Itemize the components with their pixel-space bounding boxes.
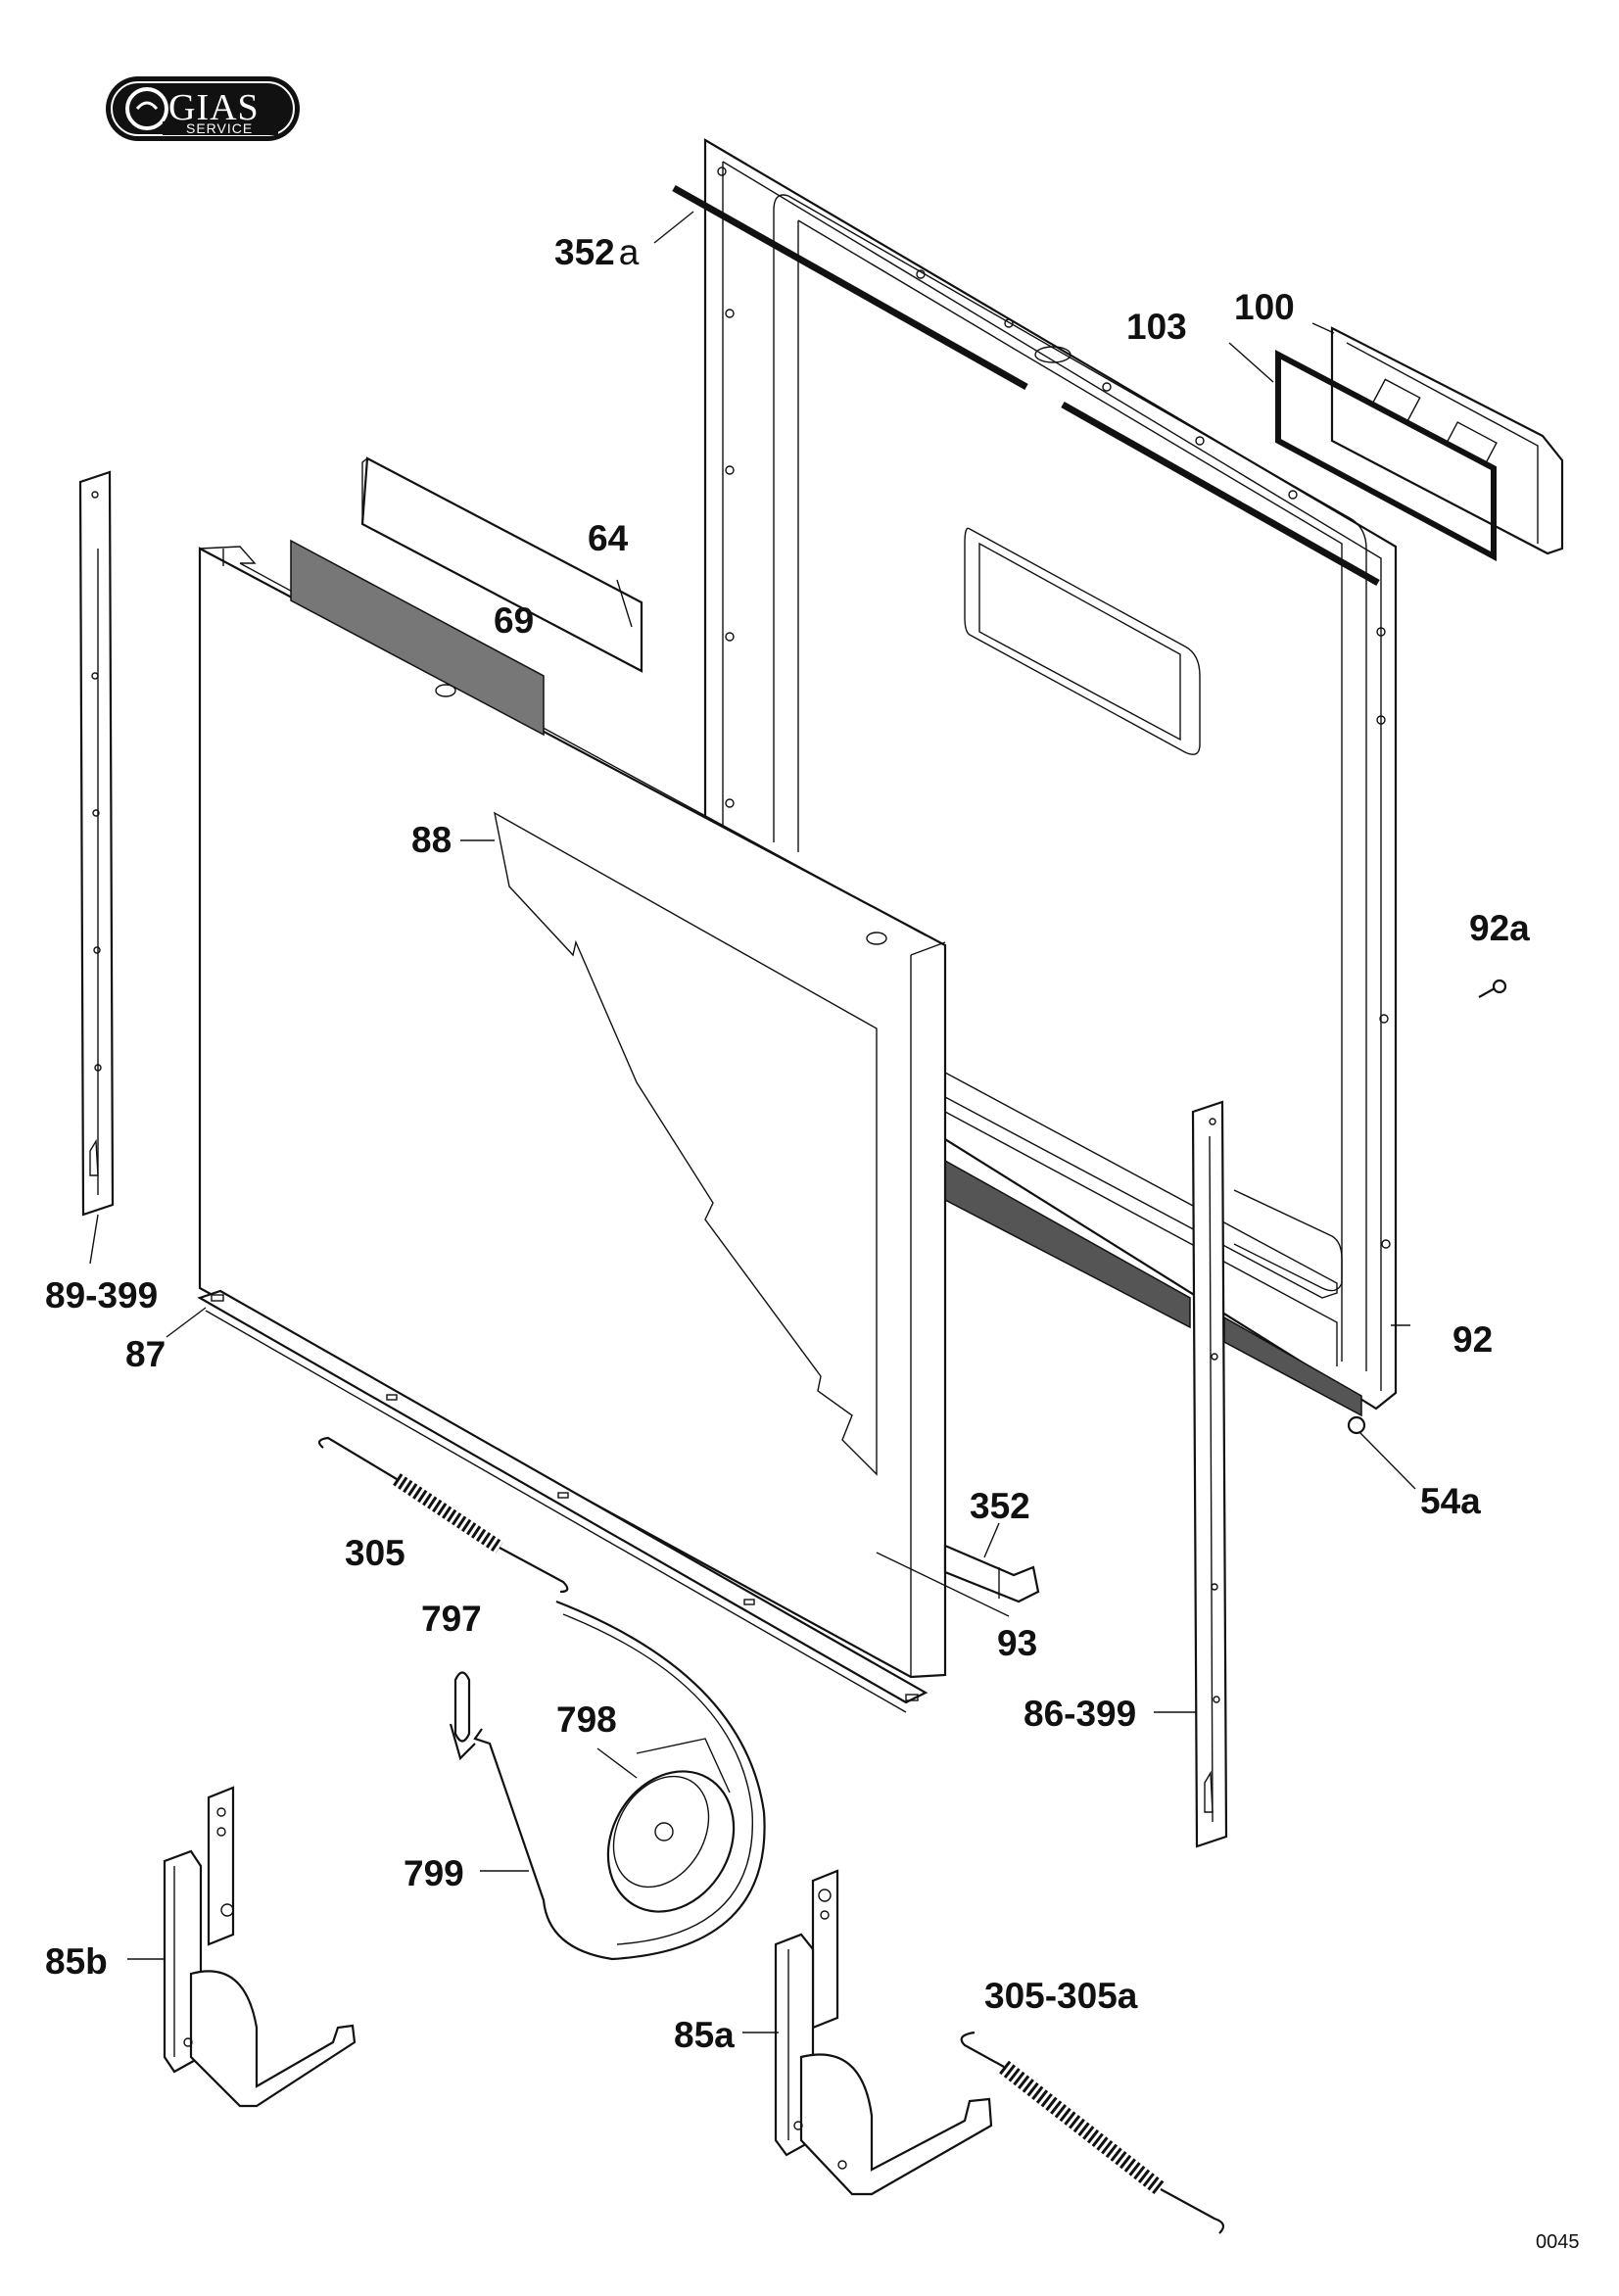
label-86-399: 86-399	[1024, 1694, 1136, 1734]
label-798: 798	[556, 1699, 617, 1740]
control-module-100	[1275, 326, 1564, 562]
spring-305	[317, 1436, 569, 1594]
spring-305-305a	[960, 2031, 1225, 2234]
drawing-code: 0045	[1536, 2231, 1580, 2253]
label-85a: 85a	[674, 2015, 735, 2055]
label-797: 797	[421, 1599, 482, 1639]
gasket-352a	[672, 184, 1380, 587]
cable-799	[473, 1600, 766, 1961]
leader-lines	[89, 211, 1416, 2033]
screw-92a	[1478, 979, 1507, 998]
label-88: 88	[411, 820, 452, 860]
label-352: 352	[970, 1486, 1030, 1526]
hook-797	[449, 1671, 476, 1761]
label-54a: 54a	[1420, 1481, 1481, 1521]
insulation-69	[290, 539, 545, 737]
bottom-strip-87	[197, 1289, 929, 1713]
side-strip-89-399	[78, 470, 115, 1217]
label-85b: 85b	[45, 1941, 108, 1982]
gias-swirl-icon	[125, 87, 168, 130]
pulley-798	[606, 1738, 736, 1913]
side-strip-86-399	[1191, 1100, 1228, 1848]
hinge-85b	[163, 1786, 357, 2108]
label-92a: 92a	[1469, 908, 1530, 948]
block-352	[943, 1544, 1040, 1603]
label-64: 64	[588, 518, 629, 558]
insulation-64	[360, 456, 643, 673]
label-89-399: 89-399	[45, 1275, 158, 1315]
label-100: 100	[1234, 287, 1295, 327]
label-69: 69	[494, 600, 534, 641]
label-93: 93	[997, 1623, 1037, 1663]
hinge-85a	[774, 1869, 993, 2196]
label-305: 305	[345, 1533, 405, 1573]
label-799: 799	[404, 1853, 464, 1893]
logo-tagline: SERVICE	[186, 120, 253, 136]
label-103: 103	[1126, 307, 1187, 347]
label-305-305a: 305-305a	[984, 1976, 1138, 2016]
label-92: 92	[1452, 1319, 1493, 1360]
gias-logo: GIAS SERVICE	[106, 76, 300, 141]
label-87: 87	[125, 1334, 166, 1374]
